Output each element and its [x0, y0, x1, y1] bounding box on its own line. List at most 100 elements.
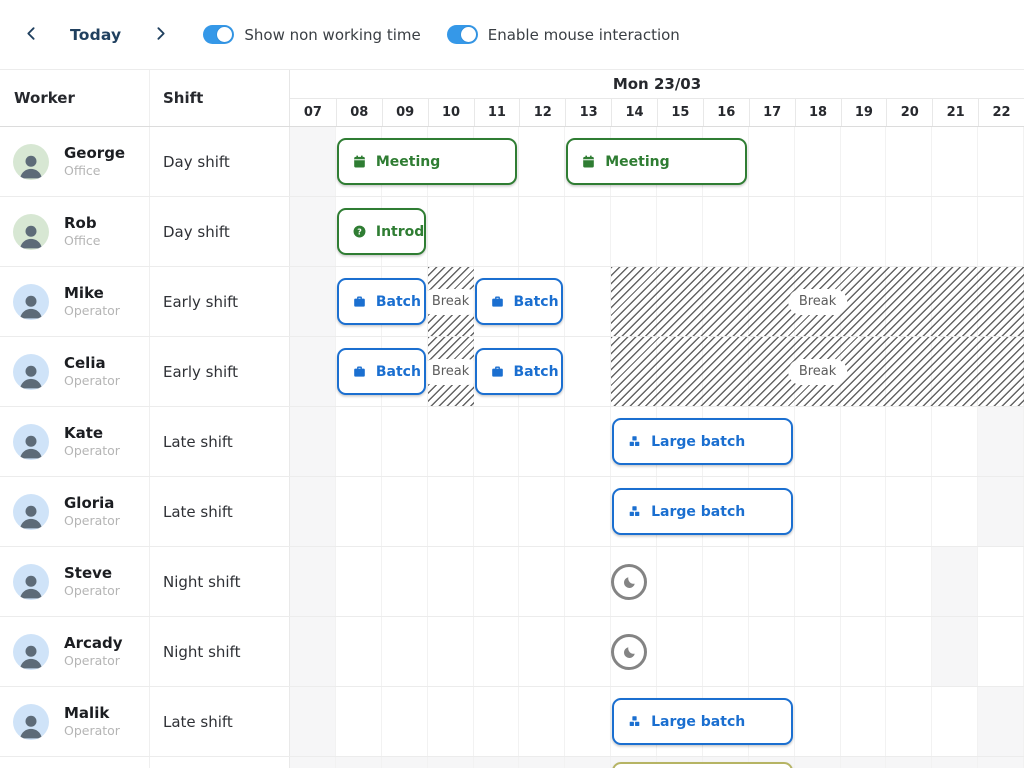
schedule-cell[interactable]	[795, 477, 841, 546]
schedule-cell[interactable]	[657, 197, 703, 266]
schedule-cell[interactable]	[978, 757, 1024, 768]
schedule-cell[interactable]	[474, 687, 520, 756]
schedule-cell[interactable]	[703, 547, 749, 616]
schedule-cell[interactable]	[932, 687, 978, 756]
shift-cell[interactable]: Day shift	[150, 127, 290, 196]
schedule-cell[interactable]	[703, 197, 749, 266]
schedule-cell[interactable]	[519, 127, 565, 196]
schedule-cell[interactable]	[290, 547, 336, 616]
schedule-cell[interactable]	[382, 757, 428, 768]
event-batch[interactable]: Batch	[475, 278, 564, 325]
schedule-cell[interactable]	[795, 197, 841, 266]
schedule-cell[interactable]	[519, 407, 565, 476]
worker-cell[interactable]: GeorgeOffice	[0, 127, 150, 196]
schedule-cell[interactable]	[290, 477, 336, 546]
event-introduction[interactable]: ?Introduction	[337, 208, 426, 255]
worker-cell[interactable]: CeliaOperator	[0, 337, 150, 406]
timeline-lane[interactable]	[290, 547, 1024, 616]
schedule-cell[interactable]	[565, 197, 611, 266]
schedule-cell[interactable]	[886, 197, 932, 266]
shift-cell[interactable]: Early shift	[150, 267, 290, 336]
schedule-cell[interactable]	[841, 757, 887, 768]
schedule-cell[interactable]	[428, 547, 474, 616]
schedule-cell[interactable]	[841, 687, 887, 756]
shift-cell[interactable]: Day shift	[150, 197, 290, 266]
schedule-cell[interactable]	[886, 687, 932, 756]
schedule-cell[interactable]	[428, 687, 474, 756]
schedule-cell[interactable]	[932, 197, 978, 266]
moon-badge[interactable]	[611, 634, 647, 670]
schedule-cell[interactable]	[978, 197, 1024, 266]
event-large-batch[interactable]: Large batch	[612, 698, 793, 745]
schedule-cell[interactable]	[886, 127, 932, 196]
shift-cell[interactable]: Early shift	[150, 337, 290, 406]
schedule-cell[interactable]	[978, 477, 1024, 546]
schedule-cell[interactable]	[795, 617, 841, 686]
schedule-cell[interactable]	[978, 547, 1024, 616]
schedule-cell[interactable]	[290, 687, 336, 756]
schedule-cell[interactable]	[519, 477, 565, 546]
shift-cell[interactable]: Night shift	[150, 617, 290, 686]
worker-cell[interactable]: RobOffice	[0, 197, 150, 266]
hour-header-12[interactable]: 12	[519, 99, 565, 126]
timeline-lane[interactable]: BreakBreakBatchBatch	[290, 337, 1024, 406]
hour-header-10[interactable]: 10	[428, 99, 474, 126]
schedule-cell[interactable]	[886, 477, 932, 546]
schedule-cell[interactable]	[657, 547, 703, 616]
schedule-cell[interactable]	[290, 757, 336, 768]
previous-day-button[interactable]	[14, 18, 48, 52]
schedule-cell[interactable]	[611, 197, 657, 266]
moon-badge[interactable]	[611, 564, 647, 600]
worker-cell[interactable]	[0, 757, 150, 768]
hour-header-18[interactable]: 18	[795, 99, 841, 126]
schedule-cell[interactable]	[749, 197, 795, 266]
schedule-cell[interactable]	[474, 407, 520, 476]
hour-header-11[interactable]: 11	[474, 99, 520, 126]
schedule-cell[interactable]	[290, 197, 336, 266]
schedule-cell[interactable]	[565, 547, 611, 616]
shift-cell[interactable]: Late shift	[150, 687, 290, 756]
schedule-cell[interactable]	[795, 757, 841, 768]
schedule-cell[interactable]	[519, 197, 565, 266]
timeline-lane[interactable]	[290, 757, 1024, 768]
schedule-cell[interactable]	[290, 267, 336, 336]
event-batch[interactable]: Batch	[337, 278, 426, 325]
timeline-lane[interactable]: ?Introduction	[290, 197, 1024, 266]
shift-cell[interactable]	[150, 757, 290, 768]
timeline-lane[interactable]	[290, 617, 1024, 686]
timeline-lane[interactable]: BreakBreakBatchBatch	[290, 267, 1024, 336]
hour-header-20[interactable]: 20	[886, 99, 932, 126]
timeline-lane[interactable]: Large batch	[290, 477, 1024, 546]
schedule-cell[interactable]	[978, 617, 1024, 686]
event-meeting[interactable]: Meeting	[566, 138, 747, 185]
schedule-cell[interactable]	[382, 547, 428, 616]
schedule-cell[interactable]	[290, 617, 336, 686]
schedule-cell[interactable]	[519, 547, 565, 616]
hour-header-19[interactable]: 19	[841, 99, 887, 126]
schedule-cell[interactable]	[749, 617, 795, 686]
schedule-cell[interactable]	[336, 757, 382, 768]
schedule-cell[interactable]	[474, 547, 520, 616]
schedule-cell[interactable]	[474, 617, 520, 686]
next-day-button[interactable]	[143, 18, 177, 52]
schedule-cell[interactable]	[749, 127, 795, 196]
schedule-cell[interactable]	[795, 127, 841, 196]
worker-cell[interactable]: MikeOperator	[0, 267, 150, 336]
schedule-cell[interactable]	[428, 617, 474, 686]
hour-header-09[interactable]: 09	[382, 99, 428, 126]
schedule-cell[interactable]	[978, 687, 1024, 756]
shift-cell[interactable]: Late shift	[150, 407, 290, 476]
worker-cell[interactable]: SteveOperator	[0, 547, 150, 616]
hour-header-21[interactable]: 21	[932, 99, 978, 126]
schedule-cell[interactable]	[795, 407, 841, 476]
schedule-cell[interactable]	[336, 617, 382, 686]
worker-cell[interactable]: KateOperator	[0, 407, 150, 476]
toggle-show-non-working-time[interactable]: Show non working time	[203, 25, 420, 44]
schedule-cell[interactable]	[932, 547, 978, 616]
worker-cell[interactable]: GloriaOperator	[0, 477, 150, 546]
schedule-cell[interactable]	[336, 547, 382, 616]
schedule-cell[interactable]	[703, 617, 749, 686]
schedule-cell[interactable]	[932, 127, 978, 196]
event-meeting[interactable]: Meeting	[337, 138, 518, 185]
schedule-cell[interactable]	[428, 757, 474, 768]
